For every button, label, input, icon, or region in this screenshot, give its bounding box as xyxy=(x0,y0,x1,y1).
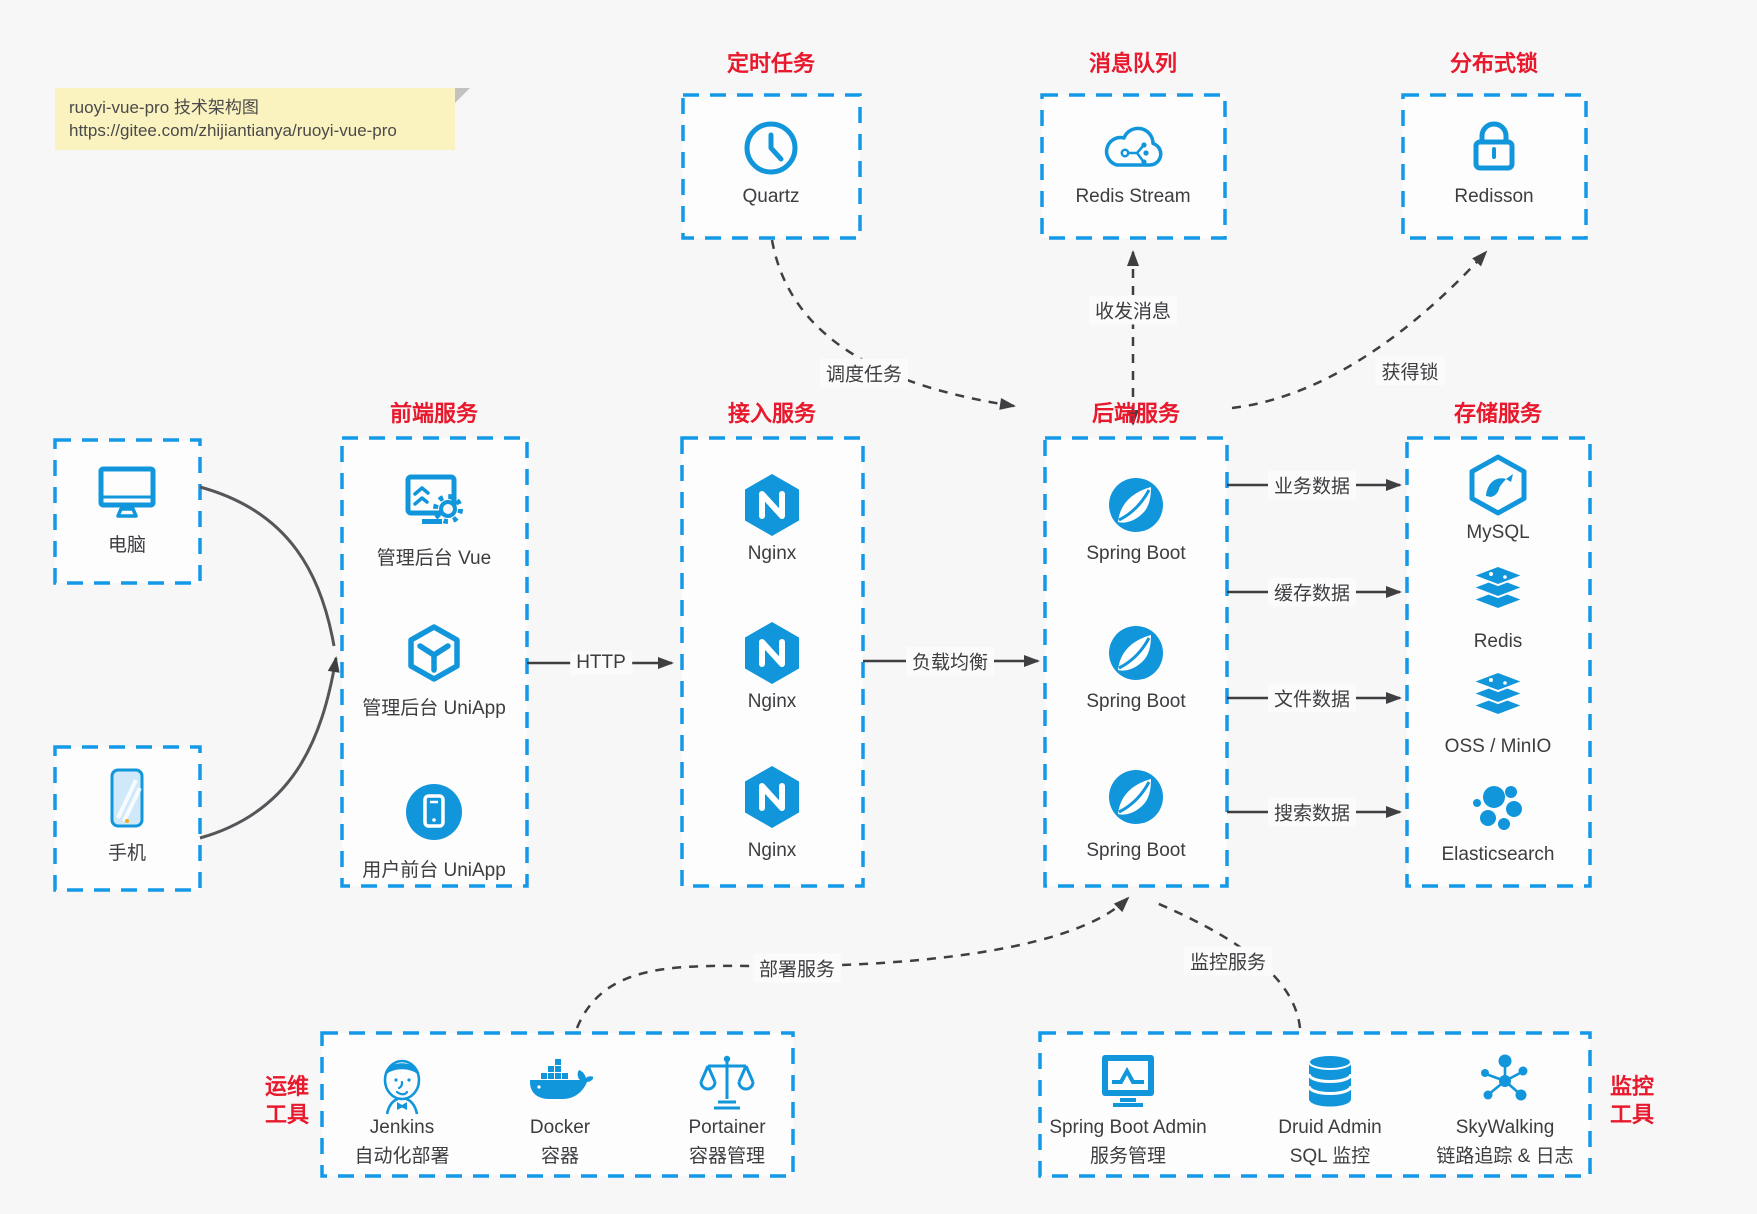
redis-stream-label: Redis Stream xyxy=(1075,186,1191,207)
uniapp-cube-icon xyxy=(401,622,467,688)
desktop-icon xyxy=(94,462,160,522)
redis-label: Redis xyxy=(1473,631,1523,652)
ops-tools-side-label: 运维 工具 xyxy=(265,1073,309,1129)
group-title-message-queue: 消息队列 xyxy=(1088,51,1178,76)
note-title: ruoyi-vue-pro 技术架构图 xyxy=(69,98,259,117)
skywalking-desc: 链路追踪 & 日志 xyxy=(1436,1146,1574,1167)
group-title-storage-services: 存储服务 xyxy=(1453,401,1543,426)
nginx-icon xyxy=(741,472,803,538)
skywalking-label: SkyWalking xyxy=(1455,1117,1555,1138)
clock-icon xyxy=(740,117,802,179)
admin-monitor-icon xyxy=(1095,1051,1161,1111)
sticky-note: ruoyi-vue-pro 技术架构图 https://gitee.com/zh… xyxy=(55,88,470,150)
oss-minio-stack-icon xyxy=(1466,669,1530,727)
ops-tools-side-label-line2: 工具 xyxy=(264,1102,310,1127)
nginx-label: Nginx xyxy=(747,691,797,712)
nginx-label: Nginx xyxy=(747,840,797,861)
group-title-scheduled-tasks: 定时任务 xyxy=(726,51,816,76)
group-title-access-services: 接入服务 xyxy=(727,401,817,426)
monitor-tools-side-label-line2: 工具 xyxy=(1609,1102,1655,1127)
jenkins-desc: 自动化部署 xyxy=(354,1146,450,1167)
mysql-label: MySQL xyxy=(1466,522,1530,543)
mobile-icon xyxy=(104,766,150,832)
topology-icon xyxy=(1474,1050,1536,1112)
docker-label: Docker xyxy=(529,1117,591,1138)
mobile-client-label: 手机 xyxy=(107,843,147,864)
edge-acquire-lock-arrow xyxy=(1231,250,1488,410)
note-fold-icon xyxy=(455,88,470,103)
edge-label-deploy-service: 部署服务 xyxy=(752,953,842,983)
edge-label-schedule-task: 调度任务 xyxy=(819,358,909,388)
frontend-item-label: 管理后台 UniApp xyxy=(362,698,506,719)
mysql-dolphin-icon xyxy=(1465,454,1531,516)
edge-deploy-service-arrow xyxy=(575,896,1130,1029)
edge-label-message: 收发消息 xyxy=(1088,295,1178,325)
spring-boot-icon xyxy=(1104,473,1168,537)
ops-tools-side-label-line1: 运维 xyxy=(264,1074,310,1099)
pc-client-label: 电脑 xyxy=(107,535,147,556)
spring-boot-icon xyxy=(1104,621,1168,685)
spring-boot-admin-desc: 服务管理 xyxy=(1089,1146,1167,1167)
spring-boot-admin-label: Spring Boot Admin xyxy=(1049,1117,1207,1138)
edge-label-load-balance: 负载均衡 xyxy=(905,646,995,676)
spring-boot-icon xyxy=(1104,765,1168,829)
monitor-tools-side-label: 监控 工具 xyxy=(1610,1073,1654,1129)
spring-boot-label: Spring Boot xyxy=(1086,691,1186,712)
frontend-item-label: 管理后台 Vue xyxy=(376,548,492,569)
note-url: https://gitee.com/zhijiantianya/ruoyi-vu… xyxy=(69,121,397,140)
admin-vue-icon xyxy=(400,471,468,535)
group-title-distributed-lock: 分布式锁 xyxy=(1449,51,1539,76)
cloud-network-icon xyxy=(1097,119,1169,177)
edge-pc-to-frontend xyxy=(199,485,336,647)
elasticsearch-cluster-icon xyxy=(1467,779,1529,837)
jenkins-icon xyxy=(371,1050,433,1116)
nginx-label: Nginx xyxy=(747,543,797,564)
group-title-frontend-services: 前端服务 xyxy=(389,401,479,426)
edge-label-business-data: 业务数据 xyxy=(1267,470,1357,500)
lock-icon xyxy=(1466,117,1522,177)
docker-desc: 容器 xyxy=(540,1146,580,1167)
portainer-scales-icon xyxy=(696,1052,758,1114)
nginx-icon xyxy=(741,620,803,686)
oss-minio-label: OSS / MinIO xyxy=(1444,736,1552,757)
edge-label-search-data: 搜索数据 xyxy=(1267,797,1357,827)
edge-label-file-data: 文件数据 xyxy=(1267,683,1357,713)
edge-label-monitor-service: 监控服务 xyxy=(1183,946,1273,976)
portainer-desc: 容器管理 xyxy=(688,1146,766,1167)
edge-label-http: HTTP xyxy=(570,651,632,675)
jenkins-label: Jenkins xyxy=(369,1117,435,1138)
docker-icon xyxy=(527,1054,594,1112)
redisson-label: Redisson xyxy=(1454,186,1534,207)
monitor-tools-side-label-line1: 监控 xyxy=(1609,1074,1655,1099)
user-front-phone-icon xyxy=(402,780,466,844)
database-icon xyxy=(1301,1052,1359,1110)
frontend-item-label: 用户前台 UniApp xyxy=(362,860,506,881)
edge-label-cache-data: 缓存数据 xyxy=(1267,577,1357,607)
druid-admin-desc: SQL 监控 xyxy=(1289,1146,1371,1167)
portainer-label: Portainer xyxy=(688,1117,766,1138)
elasticsearch-label: Elasticsearch xyxy=(1441,844,1555,865)
spring-boot-label: Spring Boot xyxy=(1086,840,1186,861)
nginx-icon xyxy=(741,764,803,830)
quartz-label: Quartz xyxy=(742,186,800,207)
edge-label-acquire-lock: 获得锁 xyxy=(1375,356,1445,386)
spring-boot-label: Spring Boot xyxy=(1086,543,1186,564)
group-title-backend-services: 后端服务 xyxy=(1091,401,1181,426)
edge-mobile-to-frontend xyxy=(199,656,340,840)
redis-stack-icon xyxy=(1466,563,1530,621)
druid-admin-label: Druid Admin xyxy=(1278,1117,1382,1138)
